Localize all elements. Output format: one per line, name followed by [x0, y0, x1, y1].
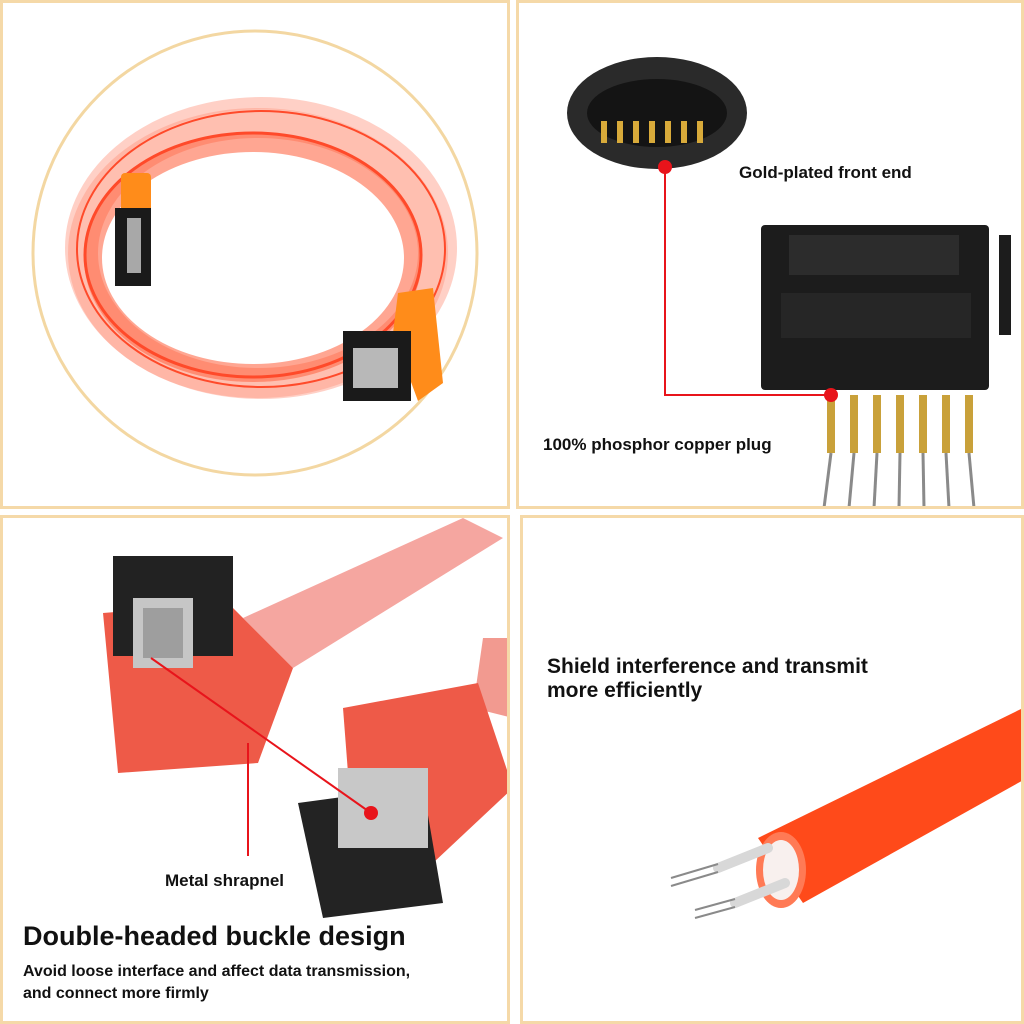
panel-front-end: Gold-plated front end 100% phosphor copp…: [516, 0, 1024, 509]
shield-text-line-1: Shield interference and transmit: [547, 655, 868, 678]
buckle-illustration: [103, 518, 507, 918]
gold-plated-label: Gold-plated front end: [739, 163, 912, 182]
panel-shield: Shield interference and transmit more ef…: [520, 515, 1024, 1024]
buckle-heading: Double-headed buckle design: [23, 921, 406, 951]
phosphor-copper-label: 100% phosphor copper plug: [543, 435, 772, 454]
buckle-body-line-2: and connect more firmly: [23, 985, 209, 1002]
buckle-body-line-1: Avoid loose interface and affect data tr…: [23, 963, 411, 980]
shielded-cable-illustration: [670, 708, 1021, 919]
panel-buckle-design: Metal shrapnel Double-headed buckle desi…: [0, 515, 510, 1024]
coiled-cable-illustration: [31, 29, 479, 477]
connector-closeup-illustration: [567, 57, 1011, 506]
shield-text-line-2: more efficiently: [547, 679, 703, 702]
metal-shrapnel-label: Metal shrapnel: [165, 871, 285, 890]
panel-coiled-cable: [0, 0, 510, 509]
